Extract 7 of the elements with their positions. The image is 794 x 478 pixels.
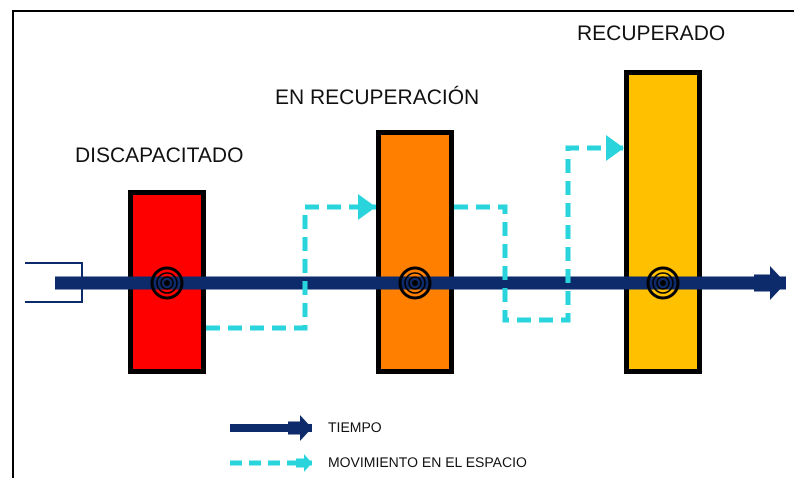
stage-heading: RECUPERADO (577, 22, 726, 46)
movement-arrow (454, 135, 624, 322)
legend-text: TIEMPO (328, 419, 382, 435)
legend-text: MOVIMIENTO EN EL ESPACIO (328, 454, 527, 470)
movement-arrow (206, 194, 376, 330)
stage-heading: DISCAPACITADO (75, 144, 244, 168)
stage-heading: EN RECUPERACIÓN (275, 86, 480, 110)
